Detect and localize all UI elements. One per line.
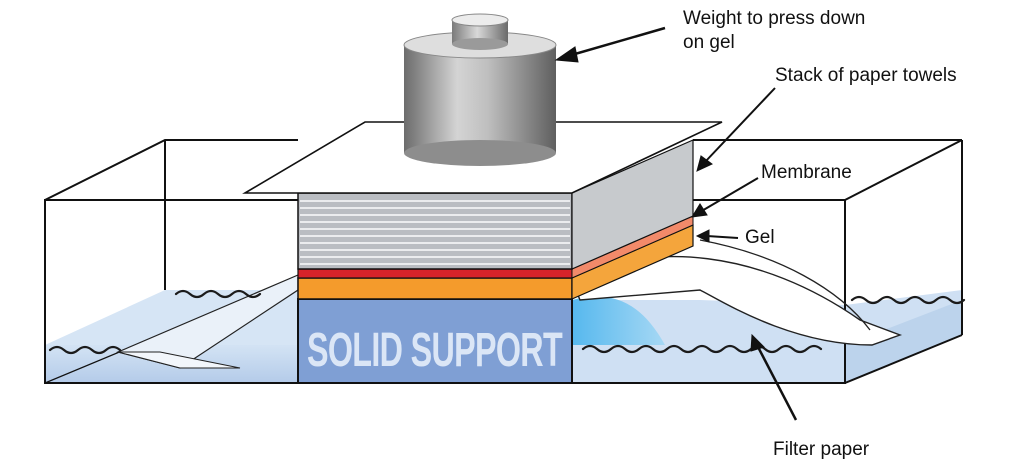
towel-sheet-lines [300, 200, 570, 265]
solid-support-label: SOLID SUPPORT [307, 324, 562, 377]
towels-label: Stack of paper towels [775, 65, 957, 86]
labels: Weight to press down on gel Stack of pap… [683, 8, 957, 460]
weight-bottom [404, 140, 556, 166]
membrane-label: Membrane [761, 162, 852, 183]
gel-label: Gel [745, 227, 775, 248]
weight-label-line2: on gel [683, 32, 735, 53]
weight-body [404, 45, 556, 153]
buffer-liquid-right-side [845, 300, 962, 383]
weight-label-line1: Weight to press down [683, 8, 865, 29]
weight [403, 13, 557, 166]
membrane-front [297, 268, 573, 279]
filter-paper-arrow [755, 344, 798, 421]
paper-towel-stack [297, 139, 694, 270]
buffer-waves [48, 289, 966, 355]
gel-arrow [706, 235, 739, 239]
filter-paper-label: Filter paper [773, 439, 870, 460]
gel-front [297, 277, 573, 300]
solid-support: SOLID SUPPORT [297, 298, 573, 384]
membrane-arrow [699, 177, 759, 213]
leader-arrows [554, 26, 798, 421]
filter-paper-slope-right [572, 296, 665, 345]
membrane [297, 215, 694, 279]
solid-support-block [297, 298, 573, 384]
weight-arrow [567, 26, 666, 58]
towels-arrow [704, 87, 776, 163]
weight-handle-top [451, 13, 509, 27]
